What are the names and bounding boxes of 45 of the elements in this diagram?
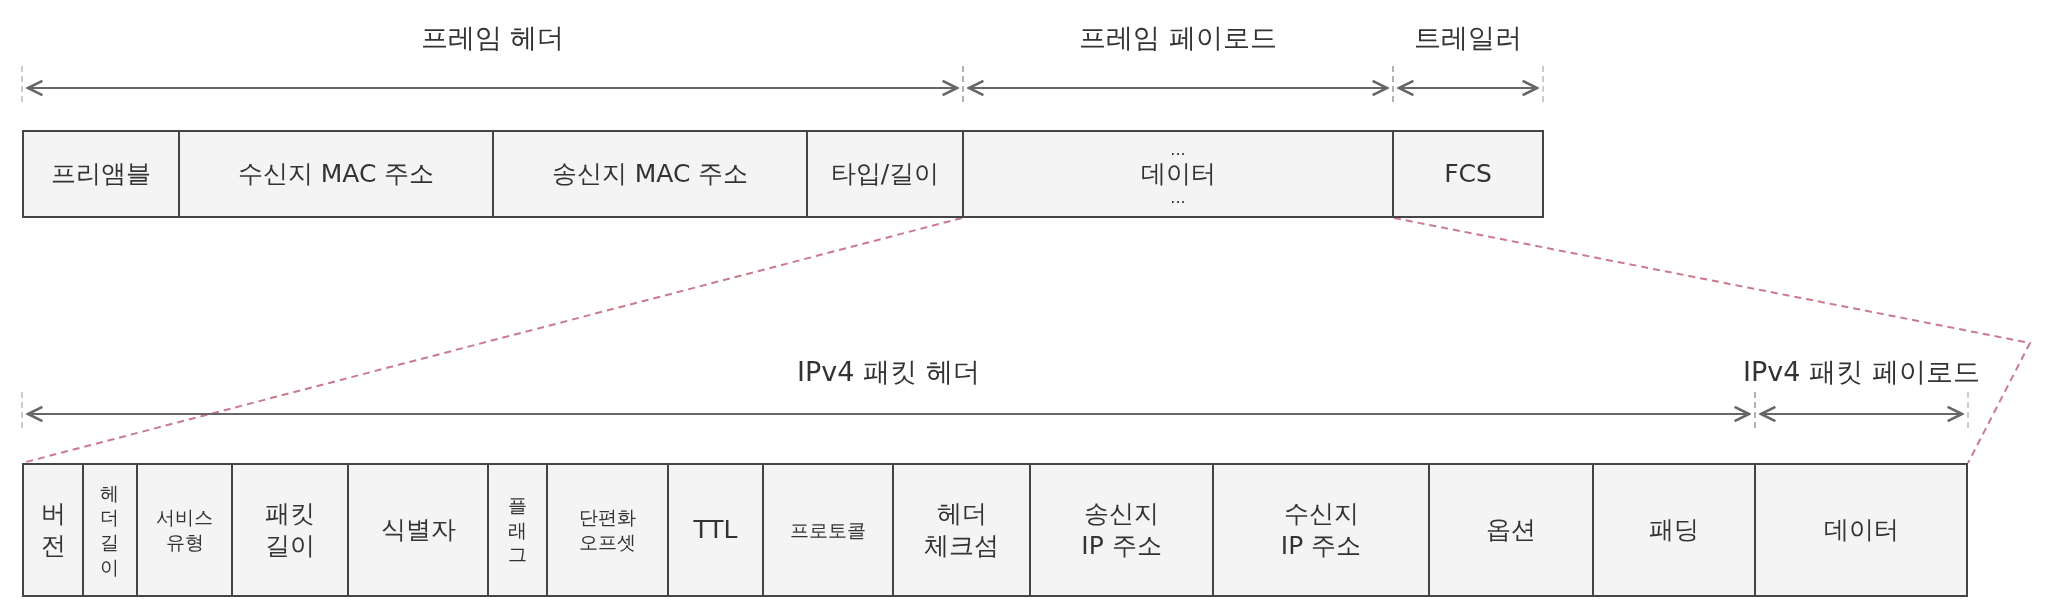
field-name: 데이터 — [1823, 513, 1899, 546]
field-name: 패딩 — [1649, 513, 1699, 546]
field-name: 송신지 MAC 주소 — [551, 157, 749, 190]
field-cell — [22, 463, 84, 597]
field-name: 헤더 체크섬 — [923, 497, 1000, 562]
field-cell — [231, 463, 349, 597]
field-name: 데이터 — [1140, 157, 1216, 190]
field-cell — [492, 130, 808, 218]
field-cell — [22, 130, 180, 218]
field-cell — [962, 130, 1394, 218]
field-name: 수신지 IP 주소 — [1279, 497, 1363, 562]
field-name: 수신지 MAC 주소 — [237, 157, 435, 190]
field-cell — [487, 463, 548, 597]
field-cell — [667, 463, 764, 597]
field-cell — [347, 463, 489, 597]
field-cell — [1212, 463, 1430, 597]
field-cell — [892, 463, 1031, 597]
field-cell — [136, 463, 233, 597]
zoom-line — [1393, 217, 2032, 464]
field-name: 헤더길이 — [99, 480, 121, 580]
field-cell — [762, 463, 894, 597]
field-name: 버전 — [39, 497, 67, 562]
field-name: 패킷 길이 — [264, 497, 316, 562]
field-cell — [82, 463, 138, 597]
ellipsis: ... — [1170, 141, 1186, 158]
field-name: 송신지 IP 주소 — [1080, 497, 1163, 562]
field-name: 서비스 유형 — [155, 505, 214, 555]
field-cell — [1754, 463, 1968, 597]
field-name: FCS — [1444, 157, 1492, 190]
field-name: TTL — [693, 513, 738, 546]
field-name: 식별자 — [380, 513, 456, 546]
field-name: 프로토콜 — [790, 517, 866, 543]
field-cell — [1592, 463, 1756, 597]
field-name: 타입/길이 — [830, 157, 940, 190]
field-name: 단편화 오프셋 — [578, 505, 637, 555]
field-cell — [546, 463, 669, 597]
field-cell — [1428, 463, 1594, 597]
field-cell — [806, 130, 964, 218]
field-cell — [1392, 130, 1544, 218]
field-cell — [178, 130, 494, 218]
ellipsis: ... — [1170, 190, 1186, 207]
field-name: 옵션 — [1486, 513, 1536, 546]
field-name: 플래그 — [507, 492, 528, 568]
field-cell — [1029, 463, 1214, 597]
field-name: 프리앰블 — [51, 157, 151, 190]
